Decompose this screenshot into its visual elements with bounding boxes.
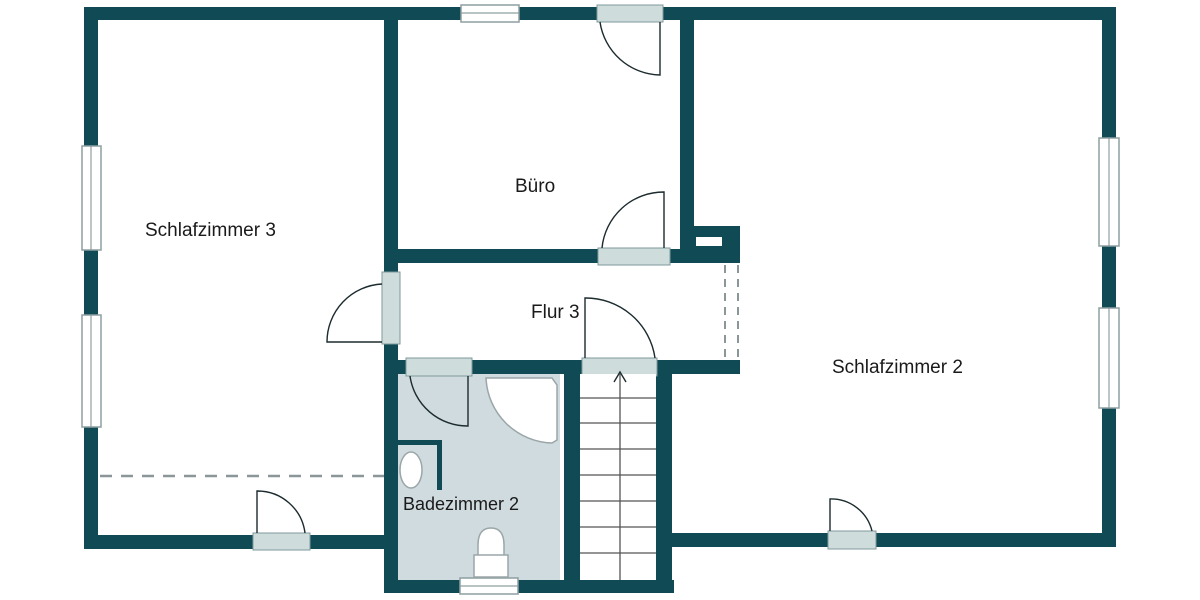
walls bbox=[84, 7, 1116, 593]
doors bbox=[252, 4, 877, 551]
room-label-badezimmer2: Badezimmer 2 bbox=[403, 494, 519, 514]
stair-arrow-icon bbox=[613, 370, 627, 383]
toilet bbox=[477, 527, 505, 556]
room-label-flur3: Flur 3 bbox=[531, 302, 580, 323]
room-label-buero: Büro bbox=[515, 176, 555, 197]
room-label-schlafzimmer3: Schlafzimmer 3 bbox=[145, 220, 276, 241]
room-label-schlafzimmer2: Schlafzimmer 2 bbox=[832, 357, 963, 378]
staircase bbox=[580, 370, 656, 580]
washbasin bbox=[399, 451, 423, 489]
shower bbox=[485, 377, 558, 444]
windows bbox=[81, 4, 1120, 595]
bath-fixtures bbox=[399, 377, 558, 578]
